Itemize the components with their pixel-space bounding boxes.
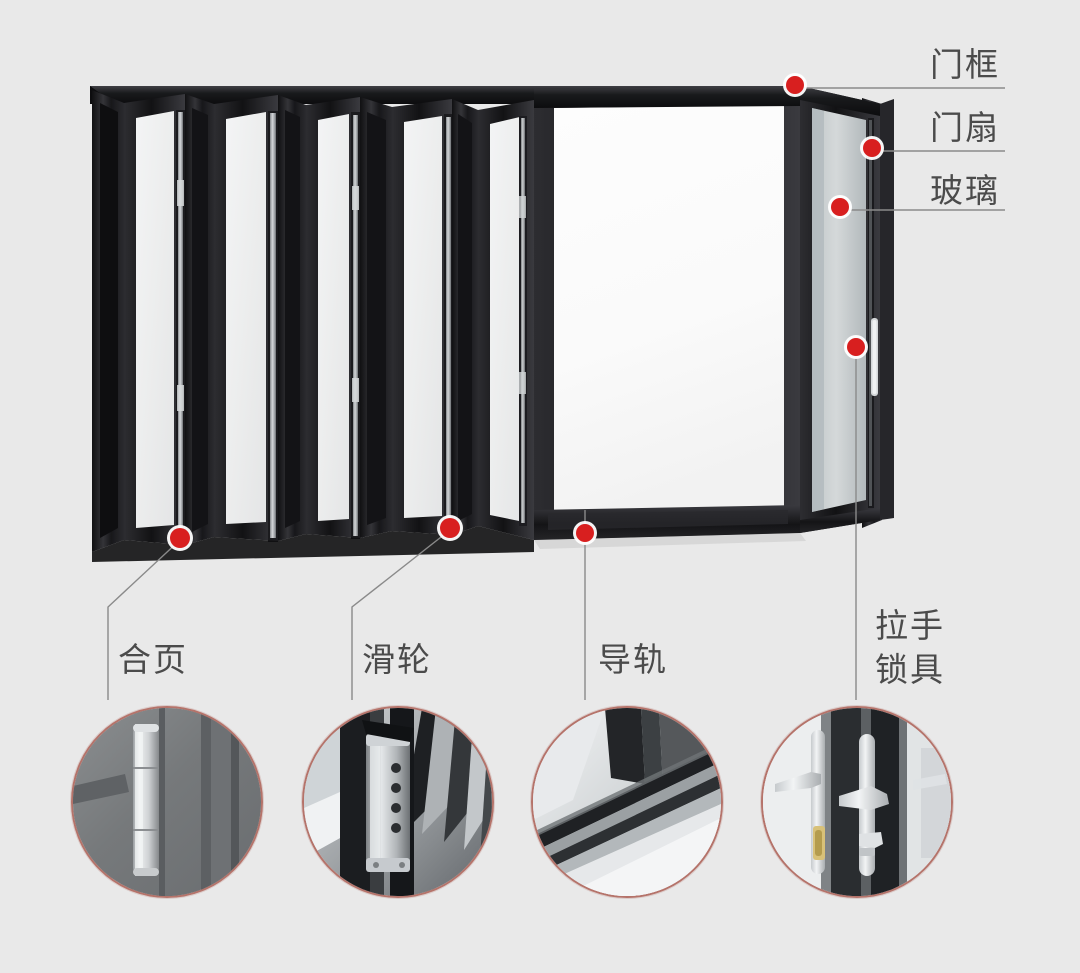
door-fixed-leaf — [534, 86, 800, 540]
callout-label-hinge: 合页 — [118, 641, 188, 678]
callout-label-lock: 锁具 — [875, 651, 945, 688]
callout-label-glass: 玻璃 — [930, 172, 1000, 209]
door-panel-4 — [214, 95, 278, 542]
detail-circle-roller — [302, 706, 494, 898]
door-panel-9 — [452, 99, 478, 535]
callout-label-door-frame: 门框 — [930, 46, 1000, 83]
marker-roller — [440, 518, 460, 538]
callout-label-handle: 拉手 — [875, 607, 945, 644]
door-panel-1 — [92, 90, 124, 552]
door-swing-leaf — [800, 86, 894, 533]
detail-circle-hinge — [71, 706, 263, 898]
callout-label-door-leaf: 门扇 — [930, 109, 1000, 146]
door-panel-8 — [392, 99, 453, 537]
door-panel-3 — [185, 94, 214, 545]
marker-hinge — [170, 528, 190, 548]
leader-lines-right — [795, 87, 1005, 211]
callout-label-guide-rail: 导轨 — [598, 641, 668, 678]
marker-door-leaf — [863, 139, 881, 157]
callout-label-roller: 滑轮 — [362, 641, 432, 678]
detail-circle-handle-lock — [761, 706, 953, 898]
marker-door-frame — [786, 76, 804, 94]
door-panel-7 — [360, 97, 392, 538]
marker-glass — [831, 198, 849, 216]
door-panel-10 — [478, 100, 534, 540]
marker-handle-lock — [847, 338, 865, 356]
door-panel-5 — [278, 95, 306, 541]
detail-circle-guide-rail — [531, 706, 723, 898]
door-panel-2 — [124, 94, 185, 546]
marker-guide-rail — [576, 524, 594, 542]
door-panel-6 — [306, 97, 360, 539]
